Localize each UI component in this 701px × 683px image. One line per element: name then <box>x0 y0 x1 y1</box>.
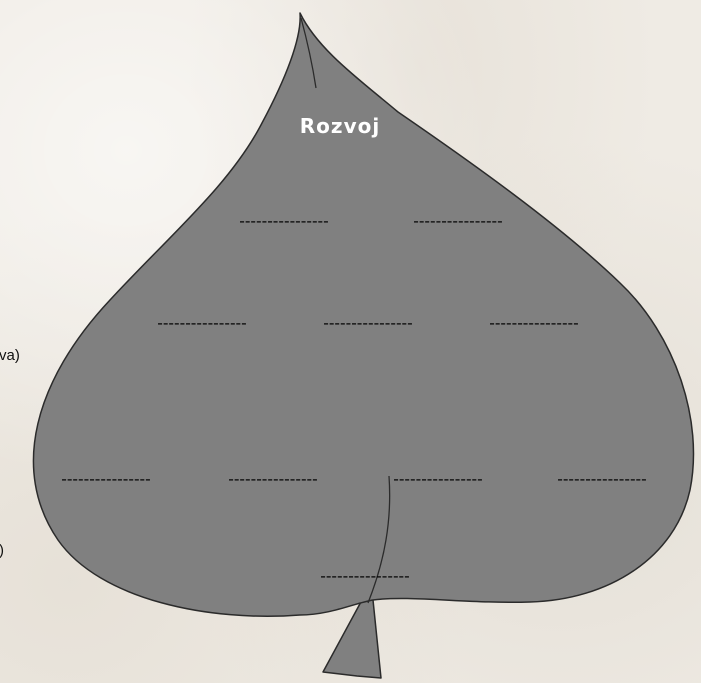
edge-fragment-1: va) <box>0 347 20 364</box>
leaf-title: Rozvoj <box>300 114 380 138</box>
blank-slot-row4-1: ---------------- <box>320 567 410 585</box>
blank-slot-row3-4: ---------------- <box>557 470 647 488</box>
blank-slot-row1-1: ---------------- <box>239 212 329 230</box>
blank-slot-row3-3: ---------------- <box>393 470 483 488</box>
blank-slot-row1-2: ---------------- <box>413 212 503 230</box>
edge-fragment-2: ) <box>0 542 4 559</box>
blank-slot-row2-1: ---------------- <box>157 314 247 332</box>
blank-slot-row2-2: ---------------- <box>323 314 413 332</box>
blank-slot-row3-1: ---------------- <box>61 470 151 488</box>
blank-slot-row2-3: ---------------- <box>489 314 579 332</box>
blank-slot-row3-2: ---------------- <box>228 470 318 488</box>
